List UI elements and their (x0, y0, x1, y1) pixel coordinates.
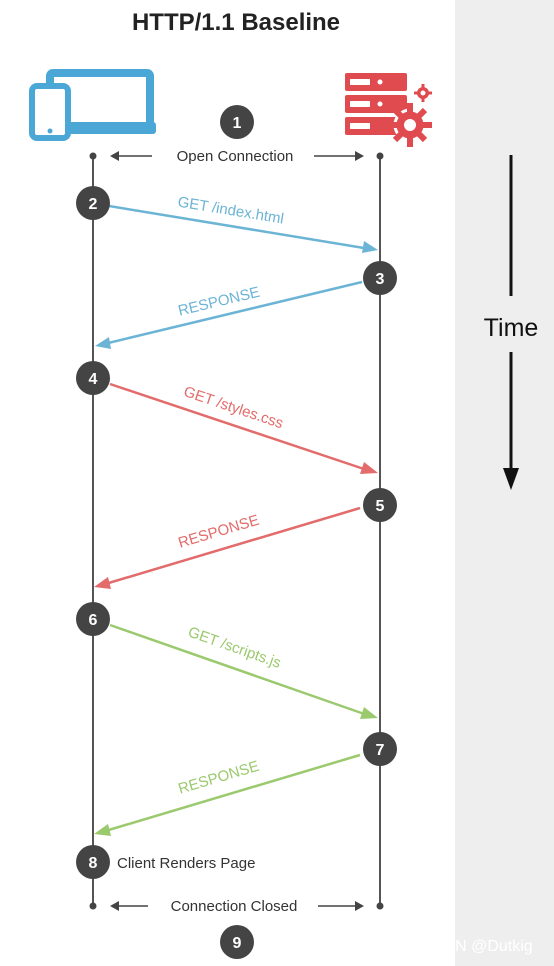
step-5: 5 (363, 488, 397, 522)
message-1-label: GET /index.html (176, 194, 285, 228)
time-axis: Time (484, 155, 539, 490)
step-2: 2 (76, 186, 110, 220)
step-6: 6 (76, 602, 110, 636)
svg-text:1: 1 (233, 115, 242, 132)
connection-closed-label: Connection Closed (171, 898, 298, 915)
laptop-phone-icon (29, 69, 156, 141)
connection-closed-arrow: Connection Closed (110, 898, 364, 915)
client-renders-label: Client Renders Page (117, 855, 255, 872)
step-8: 8 (76, 845, 110, 879)
time-arrow-head (503, 468, 519, 490)
message-2: RESPONSE (95, 280, 363, 349)
message-4-label: RESPONSE (176, 512, 261, 552)
open-connection-label: Open Connection (177, 148, 294, 165)
svg-text:2: 2 (89, 196, 98, 213)
time-panel (455, 0, 554, 966)
step-3: 3 (363, 261, 397, 295)
svg-text:6: 6 (89, 612, 98, 629)
svg-text:5: 5 (376, 498, 385, 515)
svg-text:8: 8 (89, 855, 98, 872)
watermark: CSDN @Dutkig (421, 938, 532, 955)
message-2-label: RESPONSE (176, 284, 261, 320)
step-9: 9 (220, 925, 254, 959)
message-1: GET /index.html (108, 194, 378, 253)
message-6: RESPONSE (94, 753, 361, 836)
svg-text:4: 4 (89, 371, 98, 388)
message-6-label: RESPONSE (176, 758, 261, 798)
step-7: 7 (363, 732, 397, 766)
message-3: GET /styles.css (109, 382, 378, 474)
time-label: Time (484, 314, 539, 342)
server-gear-icon (345, 73, 432, 147)
svg-text:9: 9 (233, 935, 242, 952)
svg-text:3: 3 (376, 271, 385, 288)
message-5-label: GET /scripts.js (186, 624, 283, 672)
open-connection-arrow: Open Connection (110, 148, 364, 165)
step-4: 4 (76, 361, 110, 395)
svg-text:7: 7 (376, 742, 385, 759)
diagram-title: HTTP/1.1 Baseline (132, 9, 340, 36)
step-1: 1 (220, 105, 254, 139)
message-4: RESPONSE (94, 506, 361, 589)
message-5: GET /scripts.js (109, 624, 378, 719)
